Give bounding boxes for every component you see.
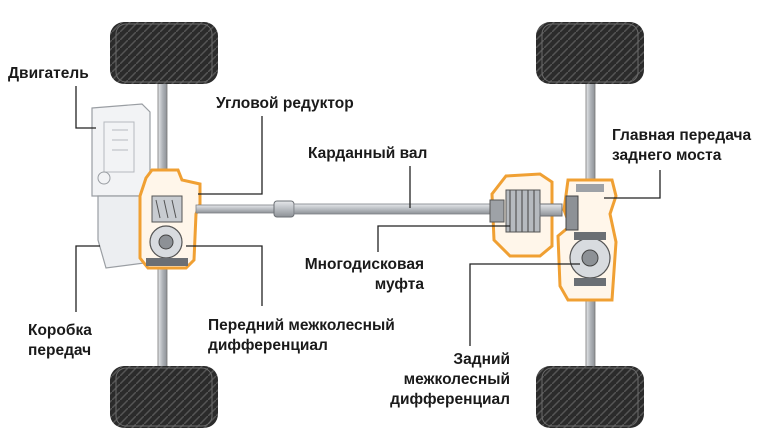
label-engine: Двигатель: [8, 64, 89, 84]
leader-rear-final-drive: [604, 170, 661, 199]
leader-front-diff: [186, 245, 263, 306]
label-gearbox-line2: передач: [28, 342, 92, 359]
label-front-differential-line1: Передний межколесный: [208, 317, 395, 334]
wheel-rear-left: [536, 22, 644, 84]
leader-rear-diff: [469, 263, 580, 346]
label-front-differential-line2: дифференциал: [208, 337, 328, 354]
label-driveshaft: Карданный вал: [308, 144, 427, 164]
label-driveshaft-text: Карданный вал: [308, 145, 428, 162]
label-rear-differential-line3: дифференциал: [390, 391, 510, 408]
label-front-differential: Передний межколесный дифференциал: [208, 316, 395, 356]
wheel-front-left: [110, 22, 218, 84]
label-multiplate-clutch-line2: муфта: [374, 276, 424, 293]
leader-engine: [75, 86, 96, 129]
wheel-front-right: [110, 366, 218, 428]
label-transfer-case: Угловой редуктор: [216, 94, 354, 114]
leader-gearbox: [75, 245, 100, 312]
label-rear-differential-line1: Задний: [453, 351, 510, 368]
label-rear-final-drive: Главная передача заднего моста: [612, 126, 751, 166]
label-engine-text: Двигатель: [8, 65, 89, 82]
leader-transfer-case: [198, 116, 263, 195]
rear-differential-gears: [565, 184, 611, 286]
multiplate-clutch: [489, 189, 563, 233]
driveshaft: [195, 200, 491, 218]
engine-block: [91, 103, 151, 197]
front-differential-gears: [146, 195, 188, 266]
label-rear-differential: Задний межколесный дифференциал: [378, 350, 510, 410]
label-gearbox-line1: Коробка: [28, 322, 92, 339]
label-rear-final-drive-line2: заднего моста: [612, 147, 722, 164]
label-multiplate-clutch-line1: Многодисковая: [304, 256, 424, 273]
leader-lines: [75, 86, 661, 346]
label-gearbox: Коробка передач: [28, 321, 92, 361]
label-rear-final-drive-line1: Главная передача: [612, 127, 752, 144]
label-rear-differential-line2: межколесный: [403, 371, 510, 388]
wheel-rear-right: [536, 366, 644, 428]
label-multiplate-clutch: Многодисковая муфта: [282, 255, 424, 295]
leader-clutch: [377, 225, 510, 252]
label-transfer-case-text: Угловой редуктор: [216, 95, 354, 112]
